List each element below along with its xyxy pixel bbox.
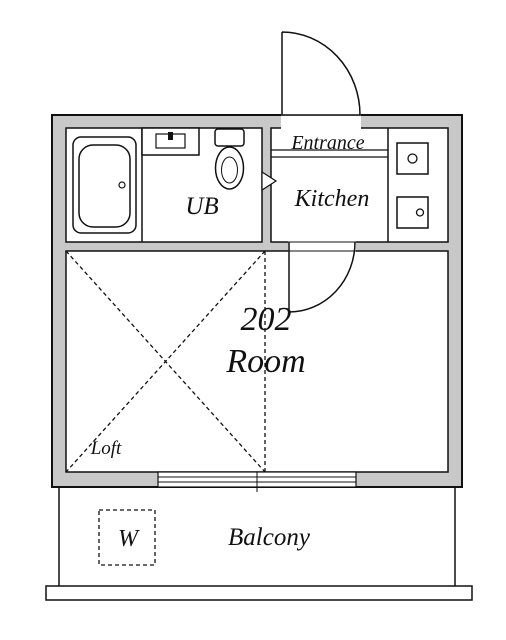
loft-label: Loft (90, 438, 122, 459)
room-label: Room (225, 343, 305, 380)
entrance-door-swing (281, 31, 361, 116)
burner-icon (415, 208, 425, 217)
kitchen-door-swing (288, 241, 356, 313)
main-room-area (65, 250, 449, 473)
sink-faucet (168, 132, 173, 140)
toilet-tank (214, 128, 245, 147)
washer-label: W (118, 526, 140, 552)
loft-diagonal (65, 250, 266, 473)
balcony-rail (45, 585, 473, 601)
kitchen-label: Kitchen (294, 186, 370, 212)
bathtub-inner (78, 144, 131, 228)
washer-spot (98, 509, 156, 566)
burner-icon (407, 153, 418, 164)
toilet-seat (221, 156, 238, 184)
unit-bath-label: UB (185, 193, 218, 220)
entrance-opening (281, 112, 361, 130)
entrance-label: Entrance (290, 132, 364, 154)
wall-marker (261, 170, 278, 192)
balcony-label: Balcony (228, 524, 311, 551)
bathtub-drain (118, 181, 126, 189)
room-number-label: 202 (241, 301, 292, 338)
